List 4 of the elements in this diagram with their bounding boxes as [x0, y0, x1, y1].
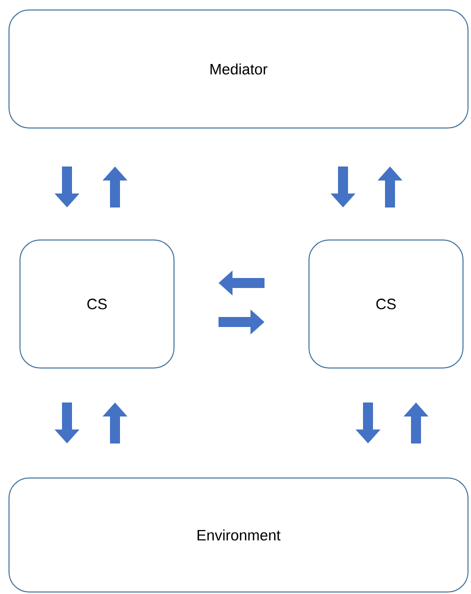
- process-box: Environment: [8, 478, 468, 592]
- process-box: CS: [308, 240, 464, 368]
- process-box: CS: [20, 240, 174, 368]
- process-box: Mediator: [8, 10, 468, 128]
